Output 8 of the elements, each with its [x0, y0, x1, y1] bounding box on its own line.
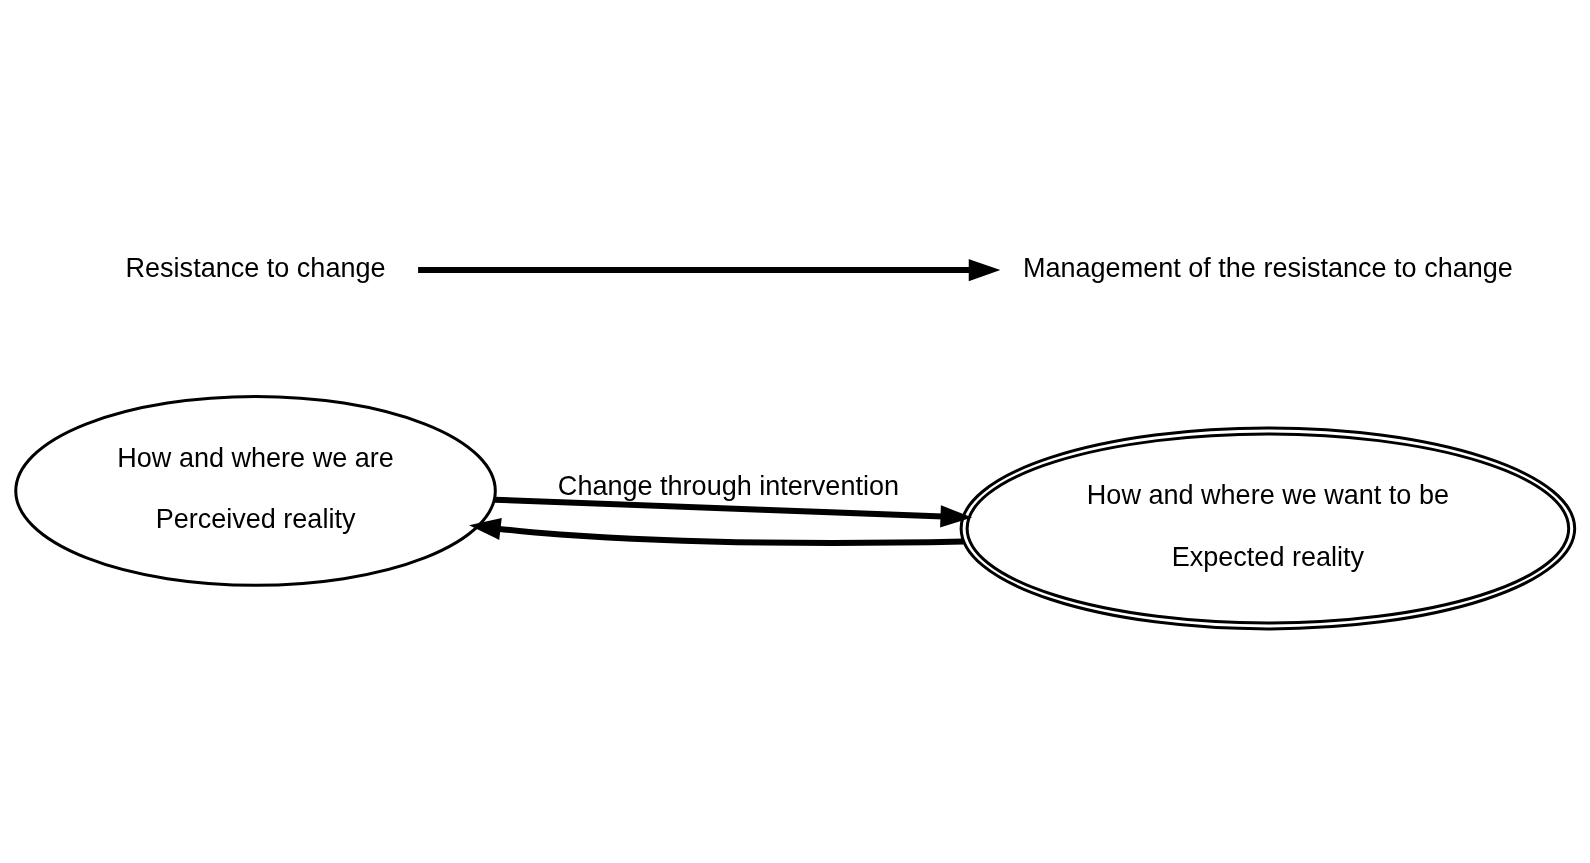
arrow: [494, 496, 973, 528]
node-text: Management of the resistance to change: [1022, 252, 1513, 283]
arrow: [418, 259, 1001, 282]
node-ellipse: How and where we want to be Expected reality: [959, 426, 1577, 631]
edge-label: Change through intervention: [557, 470, 900, 501]
node-ellipse: How and where we are Perceived reality: [14, 394, 497, 587]
node-text: Resistance to change: [125, 252, 386, 283]
arrow: [469, 517, 964, 547]
